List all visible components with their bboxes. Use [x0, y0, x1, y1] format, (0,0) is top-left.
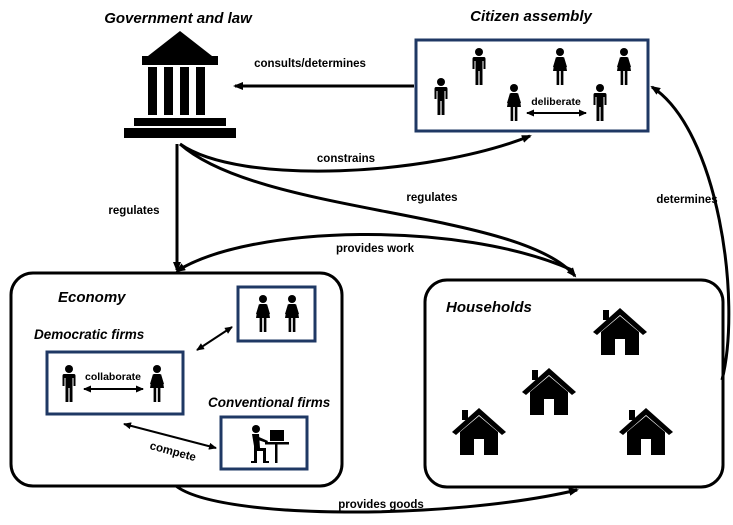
- provides-goods-arrow: [175, 484, 579, 514]
- computer-worker-icon: [251, 425, 289, 463]
- economy-title: Economy: [58, 289, 126, 306]
- compete-arrow: [123, 422, 217, 450]
- regulates-households-label: regulates: [406, 192, 457, 204]
- firm-workers-box: [236, 285, 317, 343]
- regulates-households-arrow: [179, 142, 577, 278]
- provides-work-arrow: [175, 232, 573, 273]
- regulates-economy-label: regulates: [108, 205, 159, 217]
- assembly-box: [414, 38, 650, 133]
- determines-arrow: [650, 85, 731, 381]
- determines-label: determines: [656, 194, 717, 206]
- constrains-label: constrains: [317, 153, 375, 165]
- conventional-firms-title: Conventional firms: [208, 395, 331, 410]
- constrains-arrow: [179, 134, 532, 173]
- government-title: Government and law: [104, 10, 253, 27]
- collaborate-label: collaborate: [85, 371, 141, 383]
- households-title: Households: [446, 299, 532, 316]
- assembly-title: Citizen assembly: [470, 8, 592, 25]
- provides-work-label: provides work: [336, 243, 415, 255]
- deliberate-label: deliberate: [531, 96, 581, 108]
- democratic-firms-title: Democratic firms: [34, 327, 145, 342]
- government-building-icon: [124, 31, 236, 138]
- democratic-to-workers-arrow: [196, 326, 233, 351]
- consults-label: consults/determines: [254, 58, 366, 70]
- provides-goods-label: provides goods: [338, 499, 424, 511]
